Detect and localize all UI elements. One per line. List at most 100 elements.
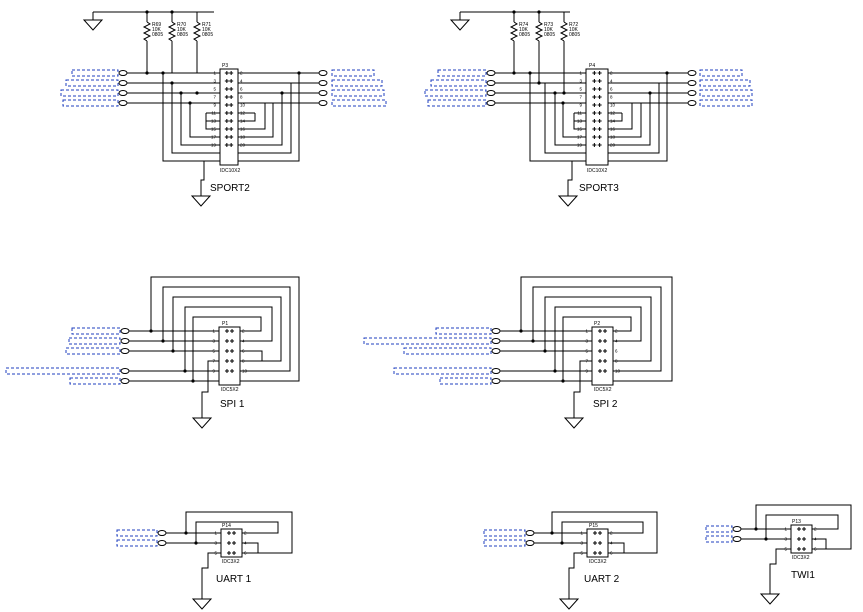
- pin-number-left: 3: [214, 541, 217, 546]
- spi2-connector-ref: P2: [594, 321, 600, 327]
- pin-number-left: 1: [213, 71, 216, 76]
- header-pin-mark: [226, 541, 231, 545]
- pin-number-left: 1: [212, 329, 215, 334]
- header-pin-mark: [232, 551, 237, 555]
- pin-number-right: 12: [610, 111, 616, 116]
- sport2-resistors: R69 10K 0805 R70 10K 0805 R71 10K 0805: [142, 10, 213, 73]
- header-pin-mark: [603, 359, 608, 363]
- sport3-r1-ref: R74: [519, 22, 528, 28]
- header-pin-mark: [229, 103, 234, 107]
- header-pin-mark: [229, 87, 234, 91]
- header-pin-mark: [802, 537, 807, 541]
- twi1-loops: [755, 504, 852, 588]
- sport2-top-ground-symbol: [83, 11, 103, 31]
- pin-number-right: 2: [814, 527, 817, 532]
- sport2-r1-value: 10K: [152, 27, 162, 33]
- pin-number-left: 11: [577, 111, 582, 116]
- header-pin-mark: [226, 531, 231, 535]
- sport2-right-nets: [238, 69, 387, 107]
- header-pin-mark: [597, 119, 602, 123]
- pin-number-right: 2: [610, 71, 613, 76]
- header-pin-mark: [230, 339, 235, 343]
- header-pin-mark: [229, 71, 234, 75]
- header-pin-mark: [802, 527, 807, 531]
- header-pin-mark: [592, 551, 597, 555]
- header-pin-mark: [224, 87, 229, 91]
- pin-number-left: 5: [579, 87, 582, 92]
- sport2-connector-ref: P3: [222, 63, 228, 69]
- header-pin-mark: [597, 339, 602, 343]
- header-pin-mark: [224, 71, 229, 75]
- sport3-loops: [528, 71, 668, 162]
- header-pin-mark: [597, 95, 602, 99]
- pin-number-right: 6: [615, 349, 618, 354]
- header-pin-mark: [597, 349, 602, 353]
- uart2-loops: [551, 511, 658, 593]
- sport2-r3-package: 0805: [202, 32, 213, 38]
- header-pin-mark: [597, 135, 602, 139]
- pin-number-right: 4: [240, 79, 243, 84]
- header-pin-mark: [597, 359, 602, 363]
- header-pin-mark: [229, 79, 234, 83]
- sport3-block: R74 10K 0805 R73 10K 0805 R72 10K 0805: [424, 10, 753, 207]
- sport3-resistors: R74 10K 0805 R73 10K 0805 R72 10K 0805: [509, 10, 580, 93]
- header-pin-mark: [229, 127, 234, 131]
- header-pin-mark: [224, 79, 229, 83]
- pin-number-left: 5: [585, 349, 588, 354]
- header-pin-mark: [224, 127, 229, 131]
- header-pin-mark: [597, 127, 602, 131]
- header-pin-mark: [230, 369, 235, 373]
- sport3-ground-symbol: [558, 187, 578, 207]
- pin-number-right: 4: [610, 79, 613, 84]
- pin-number-right: 10: [240, 103, 246, 108]
- uart2-left-nets: [483, 529, 587, 547]
- spi2-ground-symbol: [564, 409, 584, 429]
- sport2-r3-value: 10K: [202, 27, 212, 33]
- header-pin-mark: [592, 143, 597, 147]
- pin-number-left: 1: [579, 71, 582, 76]
- header-pin-mark: [229, 143, 234, 147]
- header-pin-mark: [598, 551, 603, 555]
- header-pin-mark: [598, 541, 603, 545]
- header-pin-mark: [224, 349, 229, 353]
- uart2-connector-ref: P15: [589, 523, 598, 529]
- pin-number-left: 3: [585, 339, 588, 344]
- header-pin-mark: [232, 531, 237, 535]
- header-pin-mark: [592, 71, 597, 75]
- header-pin-mark: [597, 103, 602, 107]
- sport2-left-nets: [60, 69, 220, 107]
- uart1-title: UART 1: [216, 574, 252, 585]
- pin-number-right: 4: [610, 541, 613, 546]
- spi1-connector-part: IDC5X2: [221, 387, 239, 393]
- sport3-r2-value: 10K: [544, 27, 554, 33]
- sport2-ground-symbol: [191, 187, 211, 207]
- header-pin-mark: [592, 79, 597, 83]
- header-pin-mark: [597, 143, 602, 147]
- header-pin-mark: [224, 135, 229, 139]
- sport3-top-ground-symbol: [450, 11, 470, 31]
- pin-number-left: 1: [580, 531, 583, 536]
- sport2-r2-ref: R70: [177, 22, 186, 28]
- pin-number-right: 10: [242, 369, 248, 374]
- sport2-connector-part: IDC10X2: [220, 168, 241, 174]
- header-pin-mark: [224, 369, 229, 373]
- header-pin-mark: [232, 541, 237, 545]
- pin-number-right: 6: [240, 87, 243, 92]
- header-pin-mark: [230, 349, 235, 353]
- header-pin-mark: [592, 87, 597, 91]
- pin-number-right: 6: [814, 547, 817, 552]
- header-pin-mark: [802, 547, 807, 551]
- header-pin-mark: [597, 79, 602, 83]
- sport3-r2-ref: R73: [544, 22, 553, 28]
- header-pin-mark: [603, 339, 608, 343]
- sport3-r2-package: 0805: [544, 32, 555, 38]
- pin-number-left: 7: [213, 95, 216, 100]
- header-pin-mark: [597, 87, 602, 91]
- pin-number-left: 7: [585, 359, 588, 364]
